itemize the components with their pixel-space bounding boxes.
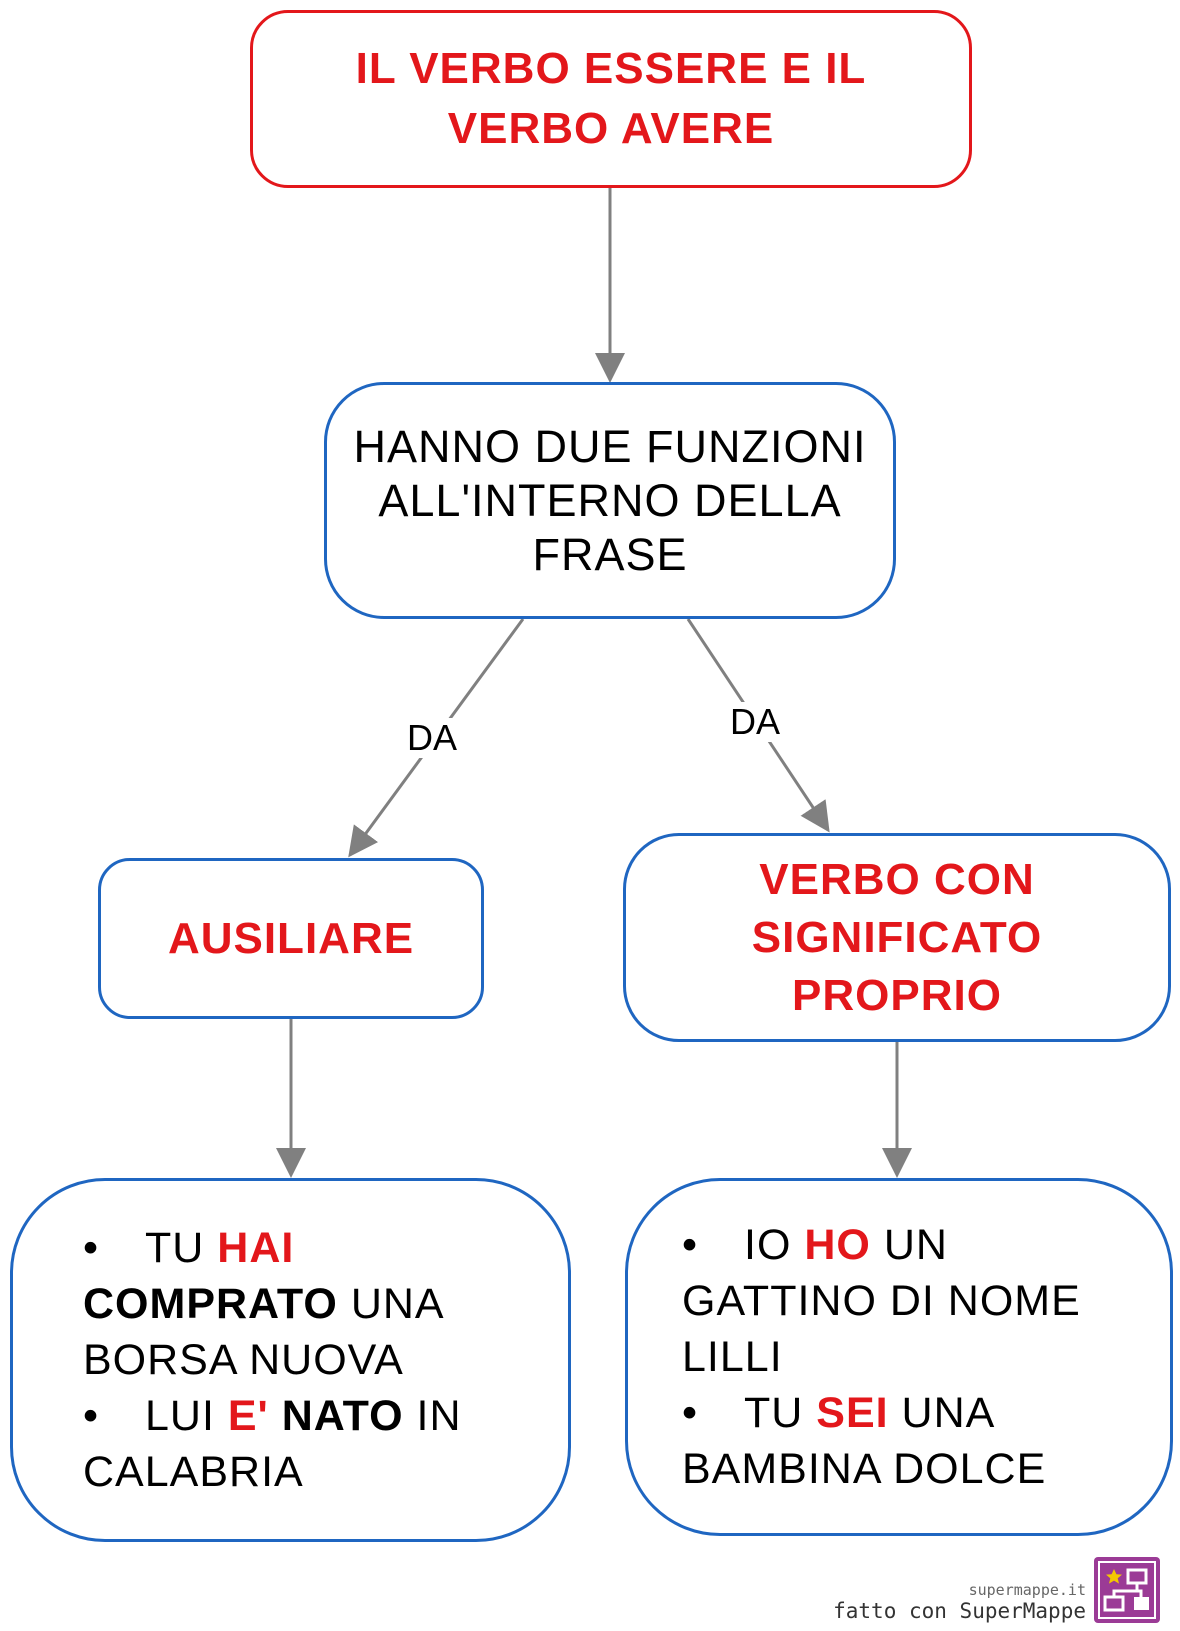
example-word: UNA	[350, 1280, 445, 1328]
example-verb: HAI	[217, 1224, 295, 1272]
example-line: • IO HO UN	[682, 1217, 948, 1273]
example-word: TU	[145, 1224, 205, 1272]
ausiliare-label: AUSILIARE	[167, 913, 415, 963]
footer-made-with: fatto con SuperMappe	[833, 1599, 1086, 1623]
node-examples-proprio: • IO HO UN GATTINO DI NOME LILLI • TU SEI …	[625, 1178, 1173, 1536]
node-two-functions: HANNO DUE FUNZIONI ALL'INTERNO DELLA FRA…	[324, 382, 896, 619]
example-line: BORSA NUOVA	[83, 1336, 404, 1384]
bullet-glyph: •	[83, 1392, 100, 1440]
example-line: • LUI E' NATO IN	[83, 1388, 462, 1444]
example-line: GATTINO DI NOME	[682, 1277, 1081, 1325]
example-verb: HO	[804, 1221, 871, 1269]
example-line: COMPRATO UNA	[83, 1276, 445, 1332]
example-word: IO	[744, 1221, 792, 1269]
example-line: LILLI	[682, 1333, 783, 1381]
example-word: LUI	[145, 1392, 215, 1440]
example-line: • TU HAI	[83, 1220, 294, 1276]
node-significato-proprio: VERBO CON SIGNIFICATO PROPRIO	[623, 833, 1171, 1042]
edge-label-left: DA	[403, 718, 462, 758]
example-word: TU	[744, 1389, 804, 1437]
bullet-glyph: •	[682, 1389, 699, 1437]
node-examples-ausiliare: • TU HAI COMPRATO UNA BORSA NUOVA • LUI E'…	[10, 1178, 571, 1542]
functions-line-2: ALL'INTERNO DELLA	[378, 474, 842, 526]
supermappe-logo-icon[interactable]	[1094, 1557, 1160, 1623]
node-ausiliare: AUSILIARE	[98, 858, 484, 1019]
example-line: • TU SEI UNA	[682, 1385, 995, 1441]
example-participle: NATO	[281, 1392, 404, 1440]
functions-line-1: HANNO DUE FUNZIONI	[353, 420, 867, 472]
footer-text: supermappe.it fatto con SuperMappe	[833, 1581, 1086, 1623]
edge-label-right: DA	[726, 702, 785, 742]
proprio-line-2: SIGNIFICATO	[751, 912, 1043, 962]
bullet-glyph: •	[83, 1224, 100, 1272]
example-word: UN	[883, 1221, 948, 1269]
proprio-line-1: VERBO CON	[759, 854, 1035, 904]
example-word: UNA	[901, 1389, 996, 1437]
example-line: CALABRIA	[83, 1448, 304, 1496]
footer-site-link[interactable]: supermappe.it	[968, 1581, 1086, 1599]
node-root-title: IL VERBO ESSERE E IL VERBO AVERE	[250, 10, 972, 188]
root-title-line-1: IL VERBO ESSERE E IL	[355, 44, 867, 93]
root-title-line-2: VERBO AVERE	[447, 104, 775, 153]
example-word: IN	[416, 1392, 462, 1440]
example-participle: COMPRATO	[83, 1280, 338, 1328]
proprio-line-3: PROPRIO	[792, 970, 1002, 1020]
example-verb: E'	[227, 1392, 269, 1440]
example-line: BAMBINA DOLCE	[682, 1445, 1047, 1493]
functions-line-3: FRASE	[532, 528, 688, 580]
example-verb: SEI	[816, 1389, 889, 1437]
bullet-glyph: •	[682, 1221, 699, 1269]
footer-watermark: supermappe.it fatto con SuperMappe	[833, 1557, 1160, 1623]
